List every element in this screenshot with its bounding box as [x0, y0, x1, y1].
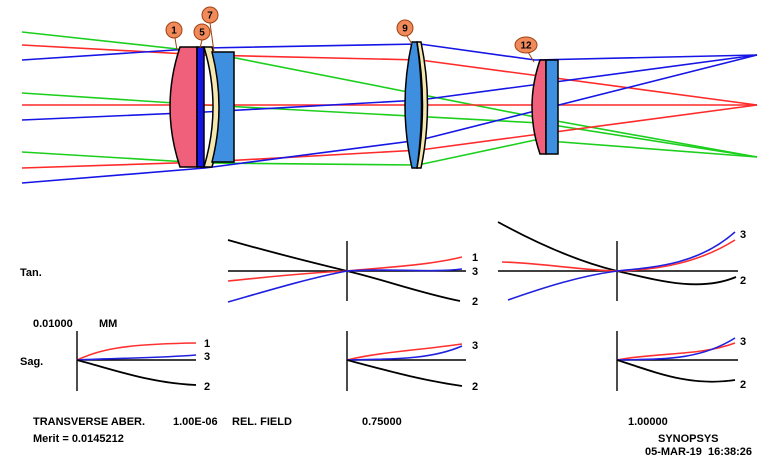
sag-075-label-2: 2 — [472, 381, 478, 393]
tan-075-label-3: 3 — [472, 266, 478, 278]
tan-curve-1-f100 — [501, 239, 736, 272]
footer: TRANSVERSE ABER. Merit = 0.0145212 1.00E… — [33, 416, 752, 458]
footer-merit: Merit = 0.0145212 — [33, 433, 124, 445]
tan-curve-3-f100 — [507, 231, 736, 301]
lens-layout: 1 5 7 9 12 — [21, 6, 758, 184]
tan-075-label-1: 1 — [472, 252, 478, 264]
surface-tag-1-label: 1 — [171, 26, 177, 37]
footer-datetime: 05-MAR-19 16:38:26 — [645, 446, 752, 458]
lens-element-5 — [196, 46, 205, 168]
tan-curve-3 — [227, 268, 463, 303]
sag-curve-2-f075 — [346, 359, 463, 387]
footer-program: SYNOPSYS — [658, 433, 719, 445]
sag-curve-2 — [76, 359, 197, 386]
lens-element-1 — [169, 46, 198, 168]
tan-row-label: Tan. — [20, 267, 42, 279]
lens-element-7 — [211, 51, 235, 163]
footer-field-100: 1.00000 — [628, 416, 668, 428]
surface-tag-5-label: 5 — [199, 28, 205, 39]
sag-curve-3 — [76, 354, 197, 361]
sag-curve-1-f075 — [346, 343, 463, 361]
sag-curve-3-f075 — [346, 345, 463, 361]
sag-curve-1-f100 — [616, 342, 736, 361]
lens-element-10 — [416, 41, 429, 169]
footer-rel-field: REL. FIELD — [232, 416, 292, 428]
lens-element-9 — [404, 41, 423, 169]
surface-tags: 1 5 7 9 12 — [165, 6, 538, 63]
sag-curve-1 — [76, 342, 197, 361]
sag-075-label-3: 3 — [472, 340, 478, 352]
lens-group-middle — [404, 41, 429, 169]
footer-field-075: 0.75000 — [362, 416, 402, 428]
tan-curve-1 — [227, 256, 463, 282]
sag-plot-field-000: 1 3 2 — [76, 331, 210, 393]
ray-fan-green — [21, 31, 758, 166]
surface-tag-5: 5 — [193, 23, 211, 49]
footer-wavelength: 1.00E-06 — [173, 416, 218, 428]
lens-element-13 — [545, 59, 559, 155]
sag-row-label: Sag. — [20, 356, 43, 368]
sag-plot-field-075: 3 2 — [346, 331, 478, 393]
sag-curve-2-f100 — [616, 359, 736, 383]
footer-title: TRANSVERSE ABER. — [33, 416, 145, 428]
sag-000-label-2: 2 — [204, 381, 210, 393]
surface-tag-7: 7 — [201, 6, 219, 53]
sag-plot-field-100: 3 2 — [616, 331, 746, 391]
tan-100-label-2: 2 — [740, 275, 746, 287]
sag-curve-3-f100 — [616, 337, 736, 361]
surface-tag-9-label: 9 — [402, 24, 408, 35]
scale-value: 0.01000 — [33, 318, 73, 330]
ray-fan-red — [21, 44, 758, 169]
tan-075-label-2: 2 — [472, 296, 478, 308]
lens-element-12 — [531, 59, 547, 155]
lens-group-front — [169, 46, 235, 168]
surface-tag-12-label: 12 — [520, 41, 532, 52]
scale-unit: MM — [99, 318, 117, 330]
tan-plot-field-100: 3 2 — [497, 221, 746, 301]
sag-100-label-3: 3 — [740, 336, 746, 348]
tan-plot-field-075: 1 3 2 — [227, 239, 478, 308]
tan-100-label-3: 3 — [740, 229, 746, 241]
surface-tag-7-label: 7 — [207, 11, 213, 22]
aberration-plots: Tan. Sag. 0.01000 MM 1 3 2 3 2 — [20, 221, 746, 393]
sag-000-label-3: 3 — [204, 351, 210, 363]
surface-tag-1: 1 — [165, 21, 183, 51]
lens-group-rear — [531, 59, 559, 155]
ray-fan-blue — [21, 43, 758, 184]
sag-000-label-1: 1 — [204, 338, 210, 350]
surface-tag-9: 9 — [396, 19, 414, 45]
sag-100-label-2: 2 — [740, 379, 746, 391]
surface-tag-12: 12 — [514, 36, 538, 63]
